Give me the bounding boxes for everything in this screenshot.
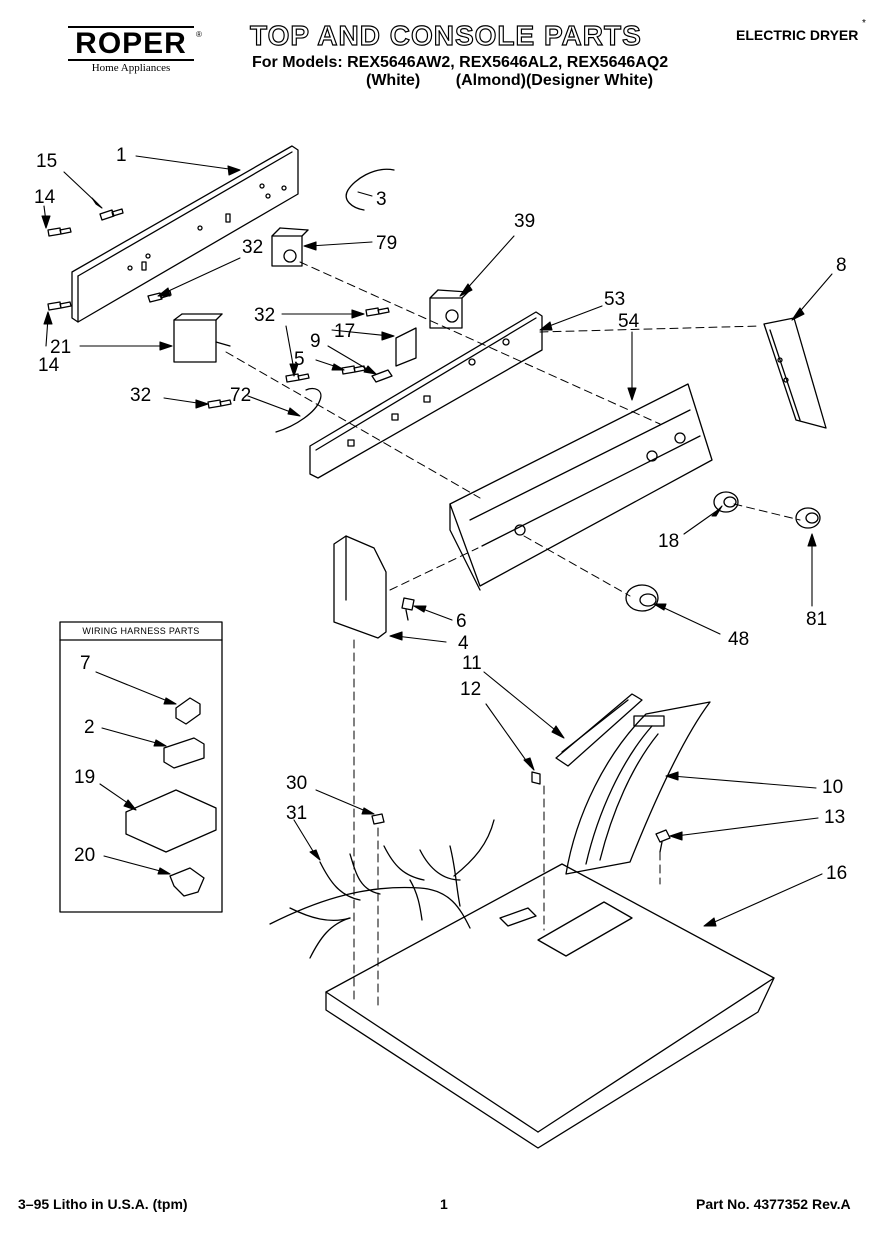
bracket-part-17 <box>395 327 417 367</box>
roper-logo: ROPER Home Appliances <box>66 26 196 74</box>
callout-81: 81 <box>806 609 828 630</box>
wire-part-72 <box>275 387 322 433</box>
callout-30: 30 <box>286 773 308 794</box>
callout-18: 18 <box>658 531 680 552</box>
callout-15: 15 <box>36 151 58 172</box>
callout-20: 20 <box>74 845 96 866</box>
inset-title: WIRING HARNESS PARTS <box>82 626 200 636</box>
brand-name: ROPER <box>75 27 187 60</box>
console-rear-bracket <box>71 145 299 323</box>
guide-lines <box>225 261 801 1007</box>
product-asterisk: * <box>862 18 866 29</box>
callout-53: 53 <box>604 289 626 310</box>
callout-7: 7 <box>80 653 91 674</box>
callout-21: 21 <box>50 337 72 358</box>
models-line: For Models: REX5646AW2, REX5646AL2, REX5… <box>252 54 669 71</box>
callout-4: 4 <box>458 633 469 654</box>
callout-5: 5 <box>294 349 305 370</box>
brand-registered-mark: ® <box>196 30 202 39</box>
callout-31: 31 <box>286 803 308 824</box>
callout-54: 54 <box>618 311 640 332</box>
callout-39: 39 <box>514 211 536 232</box>
callout-32-upper: 32 <box>242 237 264 258</box>
lint-grille-part-10 <box>565 701 711 875</box>
switch-part-79 <box>271 227 309 267</box>
callout-12: 12 <box>460 679 482 700</box>
screw-part-6 <box>401 597 415 621</box>
screws-left <box>47 208 172 311</box>
callout-17: 17 <box>334 321 356 342</box>
switch-part-39 <box>429 289 469 329</box>
callout-11: 11 <box>462 653 482 674</box>
wire-part-3 <box>345 168 395 211</box>
product-type: ELECTRIC DRYER <box>736 27 859 43</box>
callout-13: 13 <box>824 807 846 828</box>
callout-9: 9 <box>310 331 321 352</box>
screw-part-13 <box>655 829 671 853</box>
clip-part-30 <box>371 813 385 825</box>
callout-14-lower: 14 <box>38 355 60 376</box>
knobs <box>625 491 821 612</box>
colors-line: (White) (Almond)(Designer White) <box>366 72 654 89</box>
control-bracket-part-53 <box>309 311 543 479</box>
callout-32-lower: 32 <box>130 385 152 406</box>
end-cap-part-8 <box>763 317 827 429</box>
logo-frame <box>68 26 194 61</box>
wiring-harness-inset <box>59 621 223 913</box>
page-title: TOP AND CONSOLE PARTS <box>249 19 642 51</box>
callout-6: 6 <box>456 611 467 632</box>
callout-16: 16 <box>826 863 848 884</box>
callout-72: 72 <box>230 385 252 406</box>
footer-part-number: Part No. 4377352 Rev.A <box>696 1196 851 1212</box>
callout-8: 8 <box>836 255 847 276</box>
brand-subtitle: Home Appliances <box>91 62 171 74</box>
callout-leaders <box>41 155 833 927</box>
clip-part-12 <box>531 771 541 785</box>
callout-48: 48 <box>728 629 750 650</box>
callout-3: 3 <box>376 189 387 210</box>
side-panel-part-4 <box>333 535 387 639</box>
timer-part-21 <box>173 313 231 363</box>
top-panel-part-16 <box>325 863 775 1149</box>
footer-print-info: 3–95 Litho in U.S.A. (tpm) <box>18 1196 188 1212</box>
footer-page-number: 1 <box>440 1196 448 1212</box>
callout-2: 2 <box>84 717 95 738</box>
callout-10: 10 <box>822 777 844 798</box>
callout-19: 19 <box>74 767 96 788</box>
callout-79: 79 <box>376 233 398 254</box>
lint-screen-part-11 <box>555 693 643 767</box>
callout-32-middle: 32 <box>254 305 276 326</box>
callout-14-upper: 14 <box>34 187 56 208</box>
callout-1: 1 <box>116 145 127 166</box>
wiring-harness-part-31 <box>269 819 495 959</box>
control-panel-part-54 <box>449 383 713 591</box>
